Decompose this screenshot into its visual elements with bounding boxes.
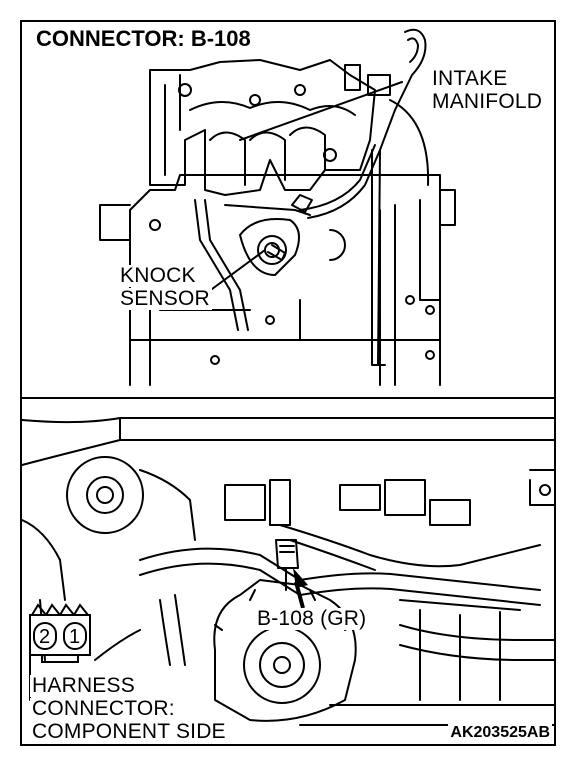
connector-arrow — [293, 568, 308, 609]
harness-label-line3: COMPONENT SIDE — [30, 720, 228, 743]
intake-manifold-label-line1: INTAKE — [430, 67, 510, 90]
harness-label-line2: CONNECTOR: — [30, 697, 177, 720]
knock-sensor — [239, 218, 300, 276]
page-title: CONNECTOR: B-108 — [36, 26, 251, 51]
connector-callout-label: B-108 (GR) — [255, 607, 369, 630]
engine-block — [99, 174, 456, 386]
connector-b108-body — [275, 539, 299, 591]
pin-number-1: 1 — [69, 626, 81, 648]
figure-code: AK203525AB — [448, 724, 552, 742]
harness-connector-face — [29, 603, 91, 663]
pin-number-2: 2 — [39, 626, 51, 648]
knock-sensor-harness — [194, 144, 381, 331]
intake-manifold-leader — [239, 81, 403, 141]
intake-manifold-label-line2: MANIFOLD — [430, 90, 545, 113]
intake-manifold — [149, 59, 391, 196]
knock-sensor-label-line2: SENSOR — [118, 287, 212, 310]
harness-label-line1: HARNESS — [30, 674, 137, 697]
oil-filler-cap — [213, 579, 357, 722]
view-divider — [20, 397, 556, 399]
knock-sensor-label-line1: KNOCK — [118, 264, 198, 287]
knock-sensor-leader — [207, 249, 266, 293]
dipstick — [371, 28, 430, 366]
